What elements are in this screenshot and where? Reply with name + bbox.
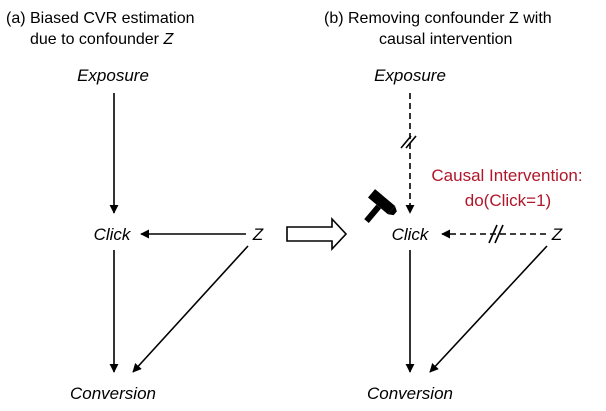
panel-b-node-z: Z xyxy=(551,225,563,244)
panel-b-node-click: Click xyxy=(392,225,430,244)
panel-b-node-conversion: Conversion xyxy=(367,384,453,403)
intervention-label-line1: Causal Intervention: xyxy=(431,166,582,185)
panel-b-title-line1: (b) Removing confounder Z with xyxy=(324,10,552,27)
panel-a-title-line2-prefix: due to confounder xyxy=(30,31,163,48)
panel-a-edge-z-conversion xyxy=(132,245,249,373)
panel-b-node-exposure: Exposure xyxy=(374,66,446,85)
panel-a-title-line1: (a) Biased CVR estimation xyxy=(6,10,195,27)
panel-a: (a) Biased CVR estimation due to confoun… xyxy=(6,10,264,403)
panel-b-edge-z-conversion xyxy=(429,245,548,373)
panel-b-cut-mark-vertical xyxy=(400,135,417,149)
intervention-label-line2: do(Click=1) xyxy=(465,191,551,210)
panel-a-title-line2: due to confounder Z xyxy=(30,31,174,48)
panel-b-cut-mark-horizontal xyxy=(488,224,504,244)
panel-a-title-line2-var: Z xyxy=(162,31,174,48)
hammer-icon xyxy=(364,189,397,224)
panel-b-title-line2: causal intervention xyxy=(379,31,512,48)
transition-arrow-icon xyxy=(286,216,348,252)
panel-b: (b) Removing confounder Z with causal in… xyxy=(324,10,583,403)
panel-a-node-exposure: Exposure xyxy=(77,66,149,85)
panel-a-node-z: Z xyxy=(252,225,264,244)
panel-a-node-conversion: Conversion xyxy=(70,384,156,403)
panel-a-node-click: Click xyxy=(94,225,132,244)
